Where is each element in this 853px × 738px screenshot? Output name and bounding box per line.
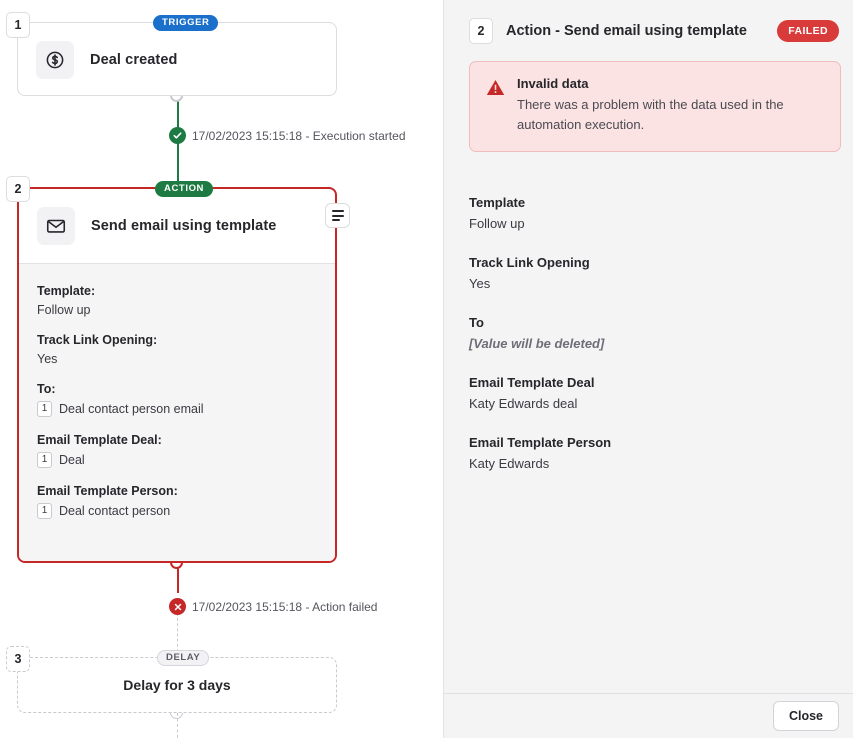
action-notes-button[interactable] — [325, 203, 350, 228]
field-value-text: Follow up — [37, 303, 91, 317]
field-value: 1 Deal — [37, 452, 317, 468]
field-value: Follow up — [37, 303, 317, 317]
field-value-text: Deal contact person email — [59, 402, 204, 416]
panel-field-value: Follow up — [469, 216, 525, 232]
panel-field-label: Template — [469, 195, 526, 211]
field-value: 1 Deal contact person — [37, 503, 317, 519]
check-circle-icon — [169, 127, 186, 144]
field-label: Track Link Opening: — [37, 333, 158, 347]
field-label: To: — [37, 382, 56, 396]
node-type-pill-action: ACTION — [155, 181, 214, 197]
panel-step-number: 2 — [469, 18, 493, 44]
panel-field: Email Template Person Katy Edwards — [469, 435, 828, 471]
workflow-canvas[interactable]: 1 TRIGGER Deal created 17 — [0, 0, 443, 738]
action-field: Template: Follow up — [37, 284, 317, 317]
close-button[interactable]: Close — [772, 701, 839, 731]
connector-action-failed — [177, 563, 179, 593]
envelope-icon — [37, 207, 75, 245]
field-value: 1 Deal contact person email — [37, 401, 317, 417]
delay-title: Delay for 3 days — [123, 677, 231, 693]
field-value-text: Deal contact person — [59, 504, 171, 518]
alert-message: There was a problem with the data used i… — [517, 97, 784, 133]
notes-line — [332, 219, 340, 221]
action-title: Send email using template — [91, 218, 277, 234]
log-entry-action-failed: 17/02/2023 15:15:18 - Action failed — [169, 598, 377, 615]
step-badge-1: 1 — [6, 12, 30, 38]
panel-field: Track Link Opening Yes — [469, 255, 828, 291]
error-alert: Invalid data There was a problem with th… — [469, 61, 841, 153]
log-text: 17/02/2023 15:15:18 - Execution started — [192, 128, 406, 143]
error-circle-icon — [169, 598, 186, 615]
panel-field-value: [Value will be deleted] — [469, 336, 605, 352]
status-badge: FAILED — [777, 20, 839, 42]
panel-field-value: Katy Edwards deal — [469, 396, 578, 412]
dollar-circle-icon — [36, 41, 74, 79]
field-value: Yes — [37, 352, 317, 366]
notes-line — [331, 210, 344, 212]
node-delay[interactable]: Delay for 3 days — [17, 657, 337, 713]
trigger-title: Deal created — [90, 52, 178, 68]
field-value-text: Yes — [37, 352, 58, 366]
panel-field-value: Yes — [469, 276, 491, 292]
log-entry-execution-started: 17/02/2023 15:15:18 - Execution started — [169, 127, 406, 144]
log-text: 17/02/2023 15:15:18 - Action failed — [192, 599, 378, 614]
panel-field: To [Value will be deleted] — [469, 315, 828, 351]
panel-field-list: Template Follow up Track Link Opening Ye… — [444, 152, 853, 471]
panel-header: 2 Action - Send email using template FAI… — [444, 0, 853, 50]
node-trigger-deal-created[interactable]: Deal created — [17, 22, 337, 96]
panel-field-label: To — [469, 315, 484, 331]
field-label: Template: — [37, 284, 96, 298]
node-action-send-email[interactable]: Send email using template Template: Foll… — [17, 187, 337, 563]
panel-field-value: Katy Edwards — [469, 456, 550, 472]
field-chip: 1 — [37, 452, 52, 468]
action-field: Email Template Person: 1 Deal contact pe… — [37, 484, 317, 519]
action-header: Send email using template — [19, 189, 335, 263]
warning-triangle-icon — [486, 78, 505, 135]
field-value-text: Deal — [59, 453, 85, 467]
step-badge-2: 2 — [6, 176, 30, 202]
action-divider — [19, 263, 335, 264]
node-type-pill-delay: DELAY — [157, 650, 210, 666]
notes-line — [331, 214, 344, 217]
field-label: Email Template Deal: — [37, 433, 162, 447]
panel-field: Template Follow up — [469, 195, 828, 231]
panel-footer: Close — [444, 693, 853, 738]
panel-field-label: Email Template Person — [469, 435, 612, 451]
field-label: Email Template Person: — [37, 484, 178, 498]
action-field: Email Template Deal: 1 Deal — [37, 433, 317, 468]
field-chip: 1 — [37, 503, 52, 519]
alert-title: Invalid data — [517, 76, 589, 91]
alert-body: Invalid data There was a problem with th… — [517, 76, 824, 135]
connector-delay-next — [177, 713, 178, 738]
connector-failed-delay — [177, 613, 178, 657]
field-chip: 1 — [37, 401, 52, 417]
panel-field: Email Template Deal Katy Edwards deal — [469, 375, 828, 411]
panel-title: Action - Send email using template — [506, 23, 747, 39]
trigger-header: Deal created — [18, 23, 336, 97]
step-badge-3: 3 — [6, 646, 30, 672]
execution-detail-panel: 2 Action - Send email using template FAI… — [443, 0, 853, 738]
action-fields: Template: Follow up Track Link Opening: … — [19, 264, 335, 561]
action-field: To: 1 Deal contact person email — [37, 382, 317, 417]
node-type-pill-trigger: TRIGGER — [153, 15, 219, 31]
panel-field-label: Email Template Deal — [469, 375, 595, 391]
action-field: Track Link Opening: Yes — [37, 333, 317, 366]
panel-field-label: Track Link Opening — [469, 255, 590, 271]
